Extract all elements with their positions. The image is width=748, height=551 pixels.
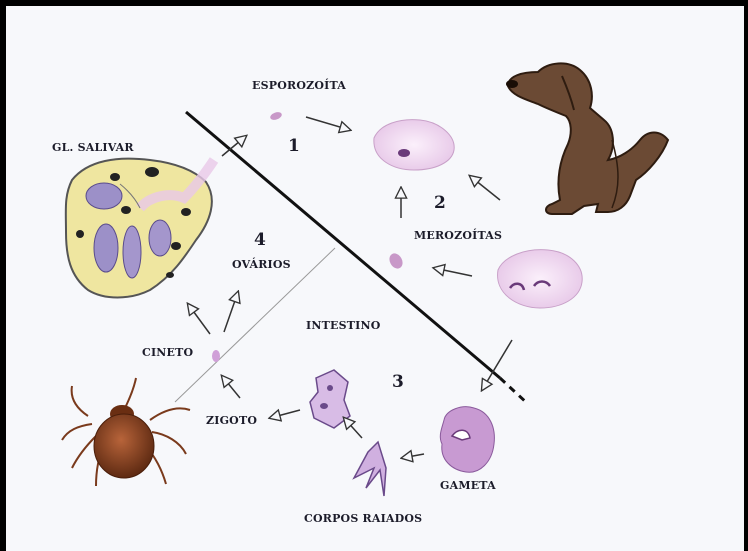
label-esporozoita: ESPOROZOÍTA — [252, 79, 346, 92]
tick-illustration — [62, 378, 190, 486]
label-intestino: INTESTINO — [306, 319, 380, 332]
label-merozoitas: MEROZOÍTAS — [414, 229, 502, 242]
stage-number-2: 2 — [434, 193, 446, 213]
kinete-cell — [212, 350, 220, 362]
sporozoite-cell — [269, 111, 283, 122]
label-cineto: CINETO — [142, 346, 193, 359]
label-ovarios: OVÁRIOS — [232, 258, 291, 271]
zygote-cells — [310, 370, 350, 428]
gametocyte-cell — [440, 407, 494, 472]
stage-number-1: 1 — [288, 136, 300, 156]
parasite-stages — [212, 111, 582, 496]
label-corpos-raiados: CORPOS RAIADOS — [304, 512, 422, 525]
erythrocyte-2 — [498, 250, 583, 308]
ray-body — [354, 442, 386, 496]
label-gl-salivar: GL. SALIVAR — [52, 141, 134, 154]
label-gameta: GAMETA — [440, 479, 496, 492]
dog-illustration — [506, 63, 668, 214]
salivary-gland-illustration — [66, 159, 214, 298]
erythrocyte-1 — [374, 120, 454, 170]
host-divider-dashed — [500, 378, 528, 404]
stage-number-3: 3 — [392, 372, 404, 392]
stage-number-4: 4 — [254, 230, 266, 250]
label-zigoto: ZIGOTO — [206, 414, 257, 427]
